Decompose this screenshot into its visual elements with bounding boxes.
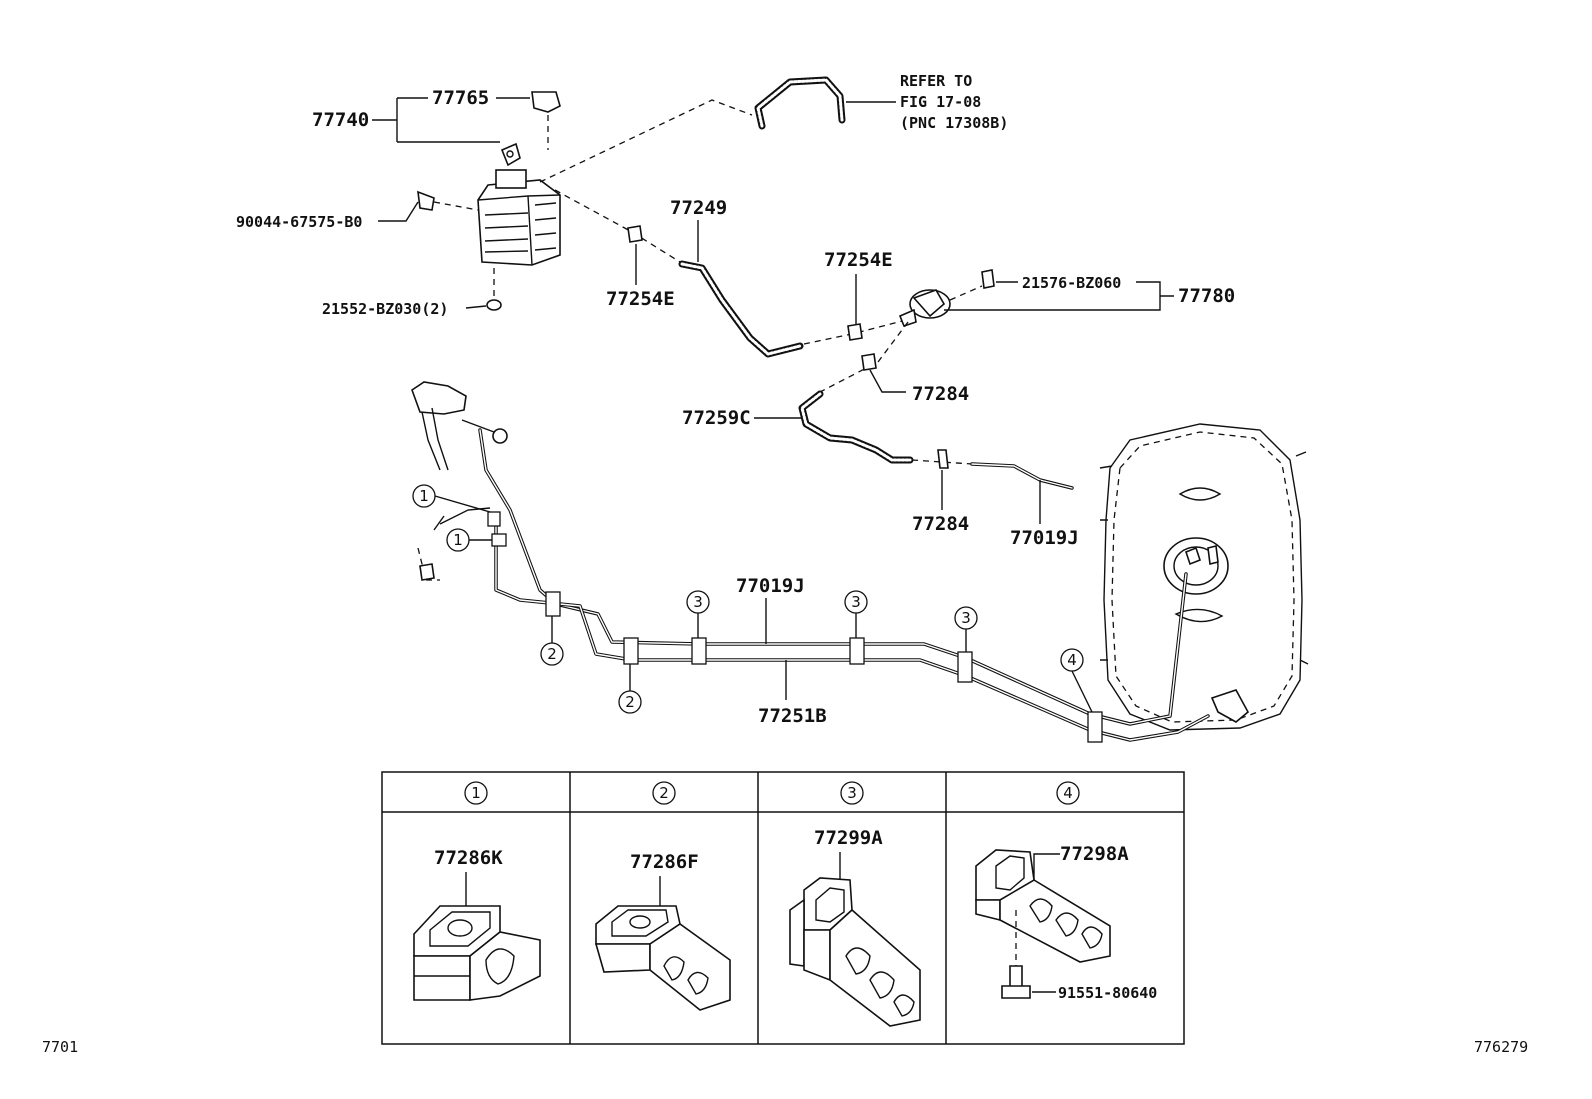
label-77259C: 77259C (682, 407, 751, 429)
callout-1-lower: 1 (446, 528, 492, 552)
svg-text:3: 3 (847, 784, 857, 802)
vapor-hose-ref-17308B (754, 76, 846, 130)
part-77286F: 77286F (630, 851, 699, 873)
callout-2-left: 2 (540, 616, 564, 666)
table-header-1: 1 (464, 781, 488, 805)
refer-text-3: (PNC 17308B) (900, 114, 1008, 132)
label-77249: 77249 (670, 197, 727, 219)
clip-4 (1087, 711, 1103, 743)
hose-77259C (798, 390, 914, 464)
clip-reference-table (381, 771, 1185, 1045)
clip-2a (545, 591, 561, 617)
part-91551-80640: 91551-80640 (1058, 984, 1157, 1002)
clip-1b (491, 533, 507, 547)
pipe-77251B (494, 514, 1210, 742)
callout-4: 4 (1060, 648, 1093, 713)
svg-text:4: 4 (1063, 784, 1073, 802)
label-77254E-right: 77254E (824, 249, 893, 271)
label-77019J-main: 77019J (736, 575, 805, 597)
table-header-2: 2 (652, 781, 676, 805)
callout-3-a: 3 (686, 590, 710, 638)
label-77765: 77765 (432, 87, 489, 109)
pipe-77019J-main (478, 428, 1188, 726)
part-77299A: 77299A (814, 827, 883, 849)
clamp-77254E-right (847, 323, 863, 341)
clip-21576 (981, 269, 995, 289)
part-77298A: 77298A (1060, 843, 1129, 865)
label-90044-67575-B0: 90044-67575-B0 (236, 213, 362, 231)
svg-text:1: 1 (419, 487, 429, 505)
callout-1-upper: 1 (412, 484, 491, 513)
canister-cap (531, 91, 561, 113)
pipe-77019J-upper (970, 462, 1074, 490)
bolt-91551-80640 (1001, 965, 1031, 999)
svg-text:3: 3 (693, 593, 703, 611)
clip-3c (957, 651, 973, 683)
label-21552-BZ030: 21552-BZ030(2) (322, 300, 448, 318)
svg-text:2: 2 (547, 645, 557, 663)
label-77780: 77780 (1178, 285, 1235, 307)
corner-code-left: 7701 (42, 1038, 78, 1056)
charcoal-canister (477, 142, 561, 266)
svg-text:2: 2 (625, 693, 635, 711)
clip-3b (849, 637, 865, 665)
clip-77286F-drawing (594, 905, 731, 1011)
clamp-77254E-left (627, 225, 643, 243)
refer-text-2: FIG 17-08 (900, 93, 981, 111)
label-77740: 77740 (312, 109, 369, 131)
label-21576-BZ060: 21576-BZ060 (1022, 274, 1121, 292)
svg-text:4: 4 (1067, 651, 1077, 669)
bolt-90044 (417, 190, 479, 211)
clip-77286K-drawing (413, 905, 541, 1001)
part-77286K: 77286K (434, 847, 503, 869)
table-header-3: 3 (840, 781, 864, 805)
clamp-77284-lower (937, 449, 949, 469)
clip-77299A-drawing (789, 877, 921, 1027)
callout-3-b: 3 (844, 590, 868, 638)
clip-3a (691, 637, 707, 665)
label-77019J-upper: 77019J (1010, 527, 1079, 549)
small-bracket-left (417, 507, 491, 581)
svg-text:2: 2 (659, 784, 669, 802)
grommet-21552 (486, 299, 502, 311)
clip-77298A-drawing (975, 849, 1111, 963)
label-77284-lower: 77284 (912, 513, 969, 535)
label-77251B: 77251B (758, 705, 827, 727)
table-header-4: 4 (1056, 781, 1080, 805)
clip-2b (623, 637, 639, 665)
corner-code-right: 776279 (1474, 1038, 1528, 1056)
vsv-valve-77780 (898, 289, 951, 327)
callout-3-c: 3 (954, 606, 978, 652)
svg-text:1: 1 (453, 531, 463, 549)
callout-2-right: 2 (618, 664, 642, 714)
hose-77249 (678, 260, 804, 358)
svg-text:1: 1 (471, 784, 481, 802)
fuel-tank (1099, 423, 1309, 731)
filler-neck-fitting (411, 381, 508, 471)
refer-text-1: REFER TO (900, 72, 972, 90)
label-77254E-left: 77254E (606, 288, 675, 310)
clip-1a (487, 511, 501, 527)
svg-text:3: 3 (851, 593, 861, 611)
label-77284-upper: 77284 (912, 383, 969, 405)
svg-text:3: 3 (961, 609, 971, 627)
clamp-77284-upper (861, 353, 877, 371)
